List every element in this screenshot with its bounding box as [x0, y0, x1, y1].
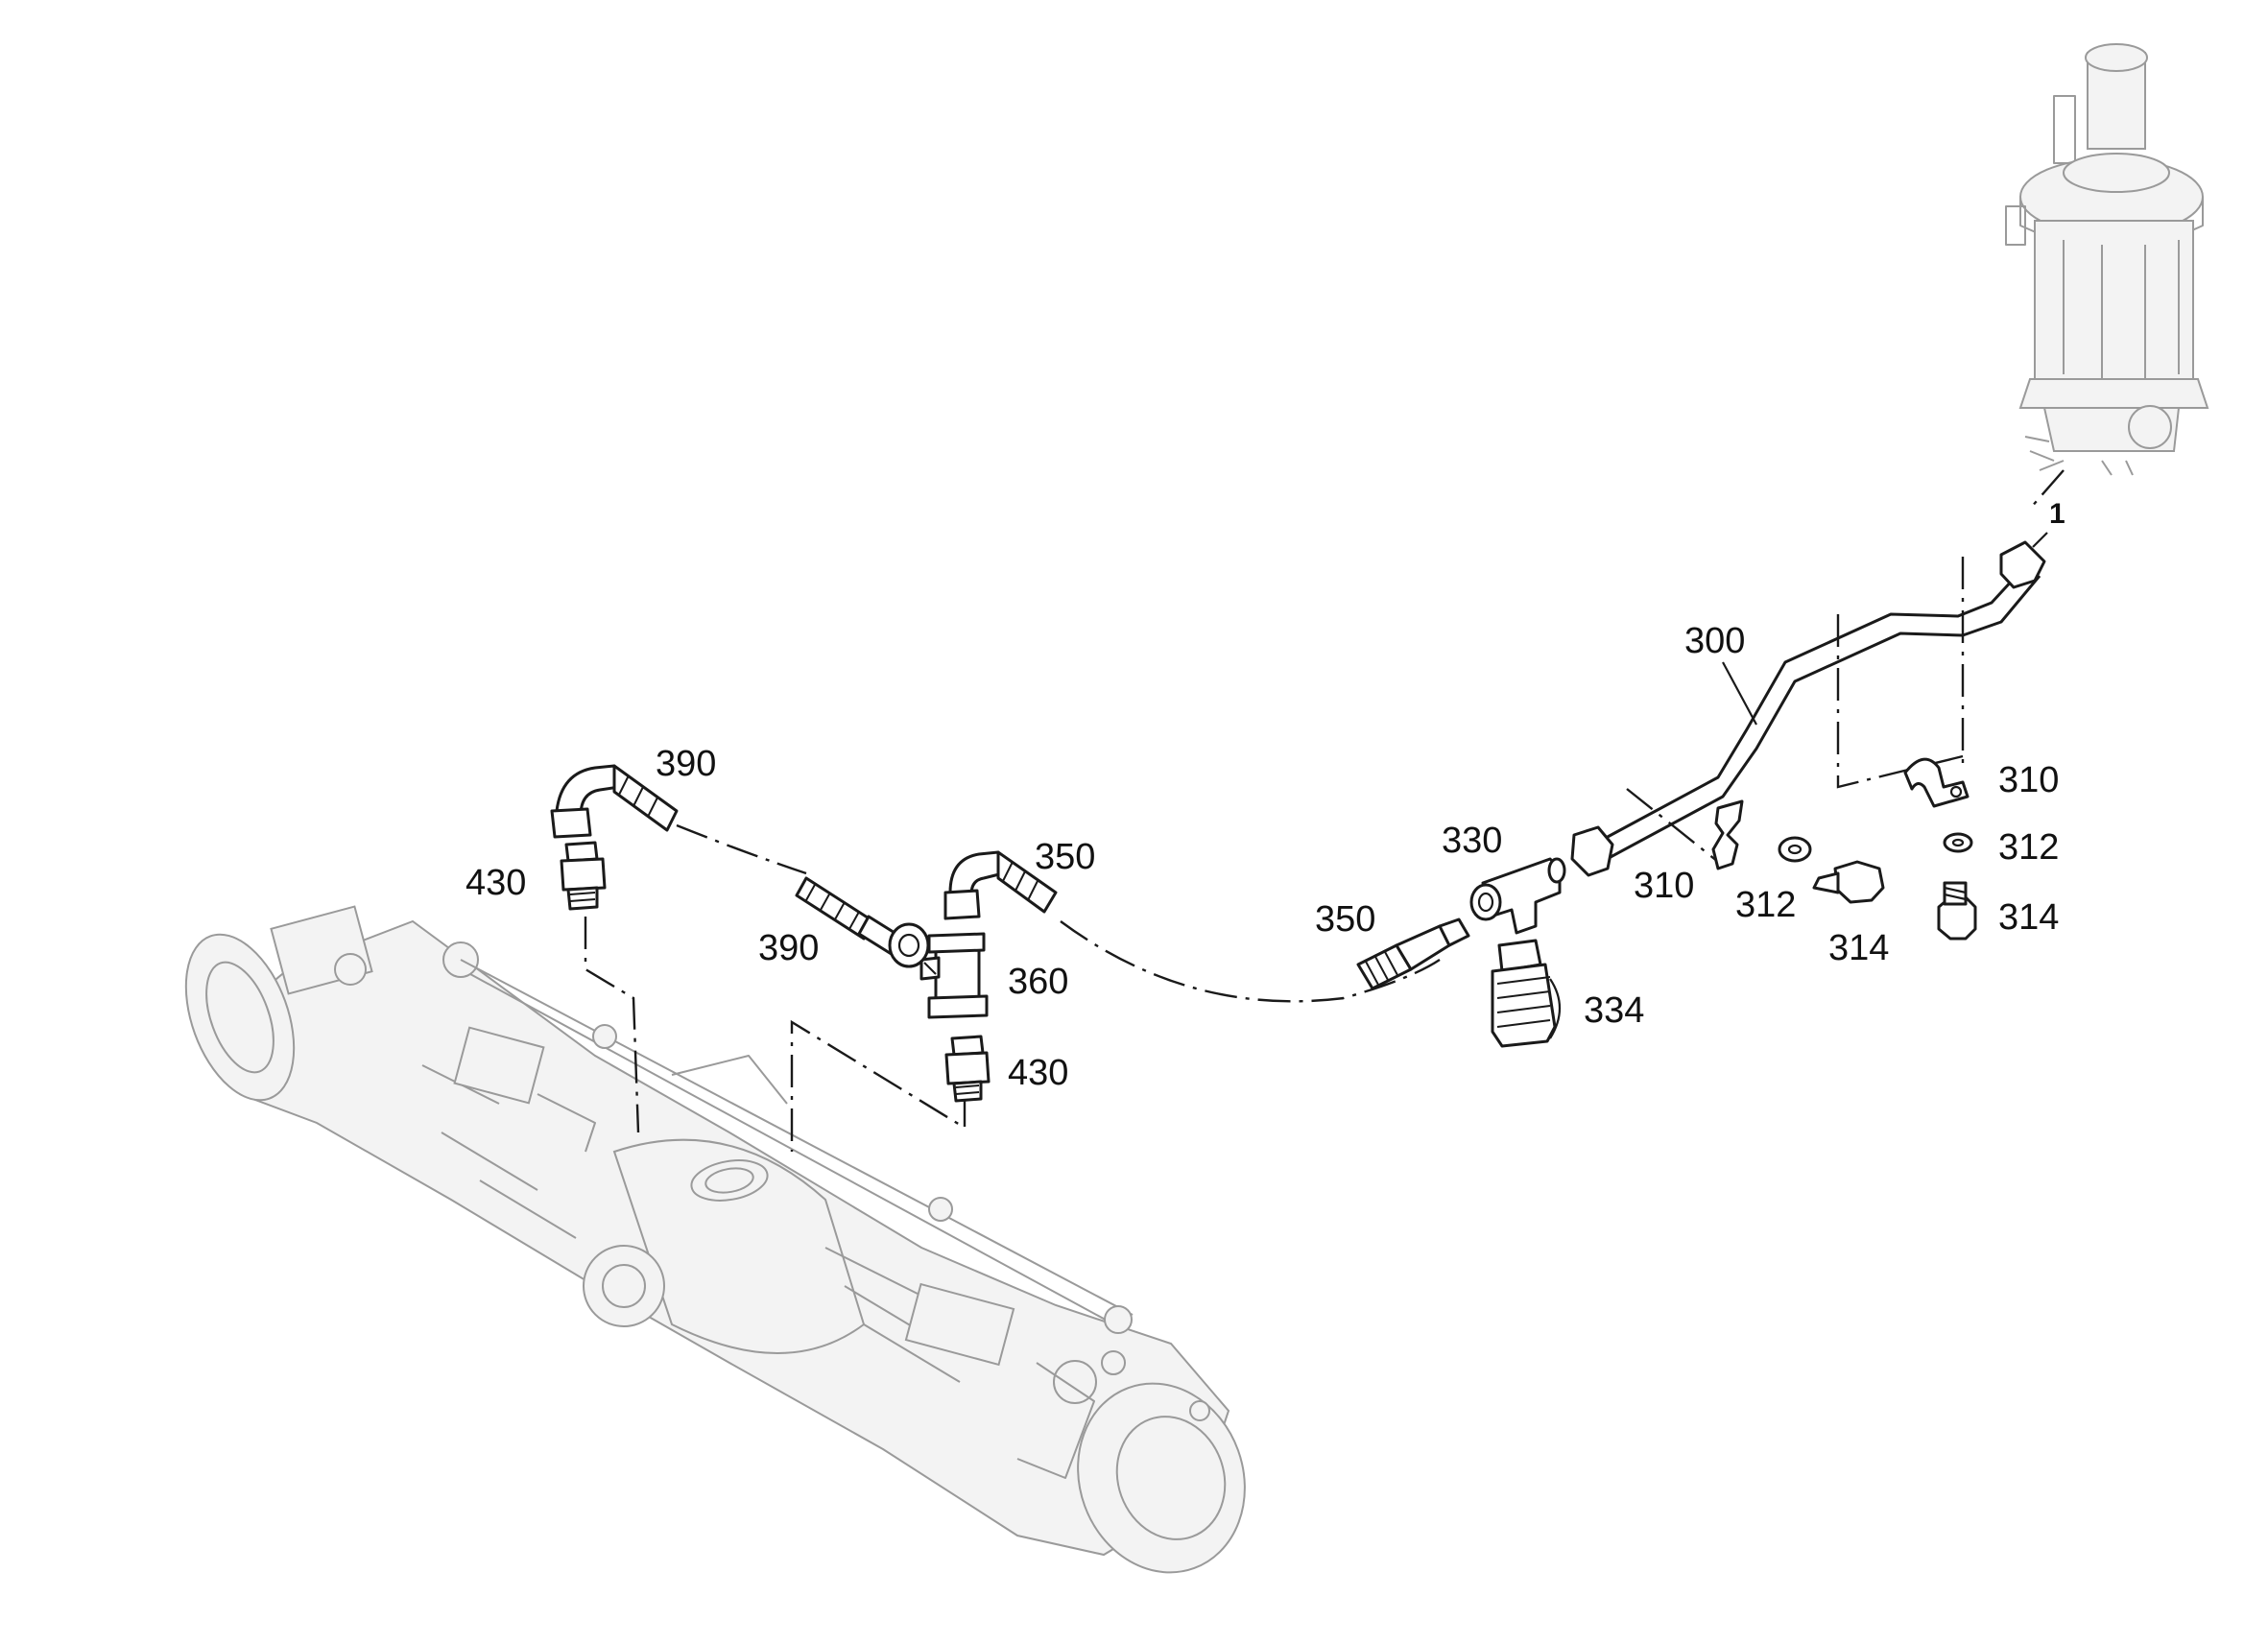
fitting-430-upper: [560, 841, 607, 911]
clamp-310-middle: [1711, 799, 1744, 870]
label-430-upper: 430: [466, 863, 526, 903]
label-312-right: 312: [1998, 827, 2059, 868]
label-330: 330: [1442, 821, 1502, 861]
leader-430b: [790, 1019, 967, 1152]
part-labels: 1 300 310 312 314 310 312 314 330 334 35…: [466, 498, 2065, 1093]
leader-hose-curve: [676, 823, 1441, 1003]
label-300: 300: [1684, 621, 1745, 661]
label-390-lower: 390: [758, 928, 819, 968]
hose-350-right: [1356, 917, 1470, 990]
label-430-lower: 430: [1008, 1053, 1068, 1093]
label-312-middle: 312: [1735, 885, 1796, 925]
hose-390-lower: [795, 876, 930, 968]
label-360: 360: [1008, 962, 1068, 1002]
label-334: 334: [1584, 990, 1644, 1031]
label-314-middle: 314: [1828, 928, 1889, 968]
washer-312-right: [1943, 832, 1973, 853]
label-350-right: 350: [1315, 899, 1375, 940]
label-310-right: 310: [1998, 760, 2059, 800]
label-1: 1: [2049, 498, 2065, 530]
leader-clamp-a: [1626, 788, 1719, 863]
hose-390-upper: [550, 764, 679, 839]
hose-350-left: [943, 850, 1058, 920]
label-390-upper: 390: [656, 744, 716, 784]
washer-312-middle: [1778, 836, 1812, 863]
fitting-430-lower: [944, 1035, 991, 1103]
leader-lines: [584, 469, 2065, 1152]
label-314-right: 314: [1998, 897, 2059, 938]
clamp-310-right: [1903, 757, 1970, 808]
bolt-314-middle: [1812, 860, 1885, 904]
valve-334: [1491, 939, 1561, 1048]
tube-300: [1570, 540, 2046, 877]
steering-unit-assembly: [2005, 43, 2209, 476]
tee-360: [919, 932, 989, 1019]
callout-ticks: [1722, 532, 2048, 726]
leader-clamp-v1: [1836, 614, 1964, 789]
label-310-middle: 310: [1634, 866, 1694, 906]
label-350-left: 350: [1035, 837, 1095, 877]
bolt-314-right: [1937, 881, 1977, 941]
leader-steer-to-tube: [2029, 469, 2065, 510]
tee-330: [1469, 857, 1566, 935]
leader-430a: [584, 917, 640, 1133]
axle-assembly: [184, 905, 1246, 1574]
